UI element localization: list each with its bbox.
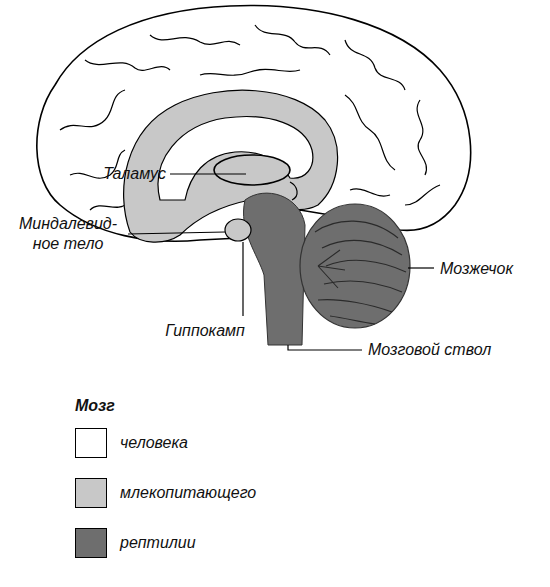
- part-label: Мозговой ствол: [368, 340, 491, 360]
- legend-text: млекопитающего: [120, 483, 256, 503]
- part-label: Миндалевид- ное тело: [12, 214, 124, 254]
- legend-swatch: [75, 428, 107, 458]
- part-label: Гиппокамп: [165, 321, 245, 341]
- legend-title: Мозг: [75, 396, 115, 416]
- legend-text: рептилии: [120, 533, 196, 553]
- legend-text: человека: [120, 433, 188, 453]
- legend-swatch: [75, 528, 107, 558]
- legend-swatch: [75, 478, 107, 508]
- part-label: Мозжечок: [440, 259, 513, 279]
- part-label: Таламус: [103, 164, 166, 184]
